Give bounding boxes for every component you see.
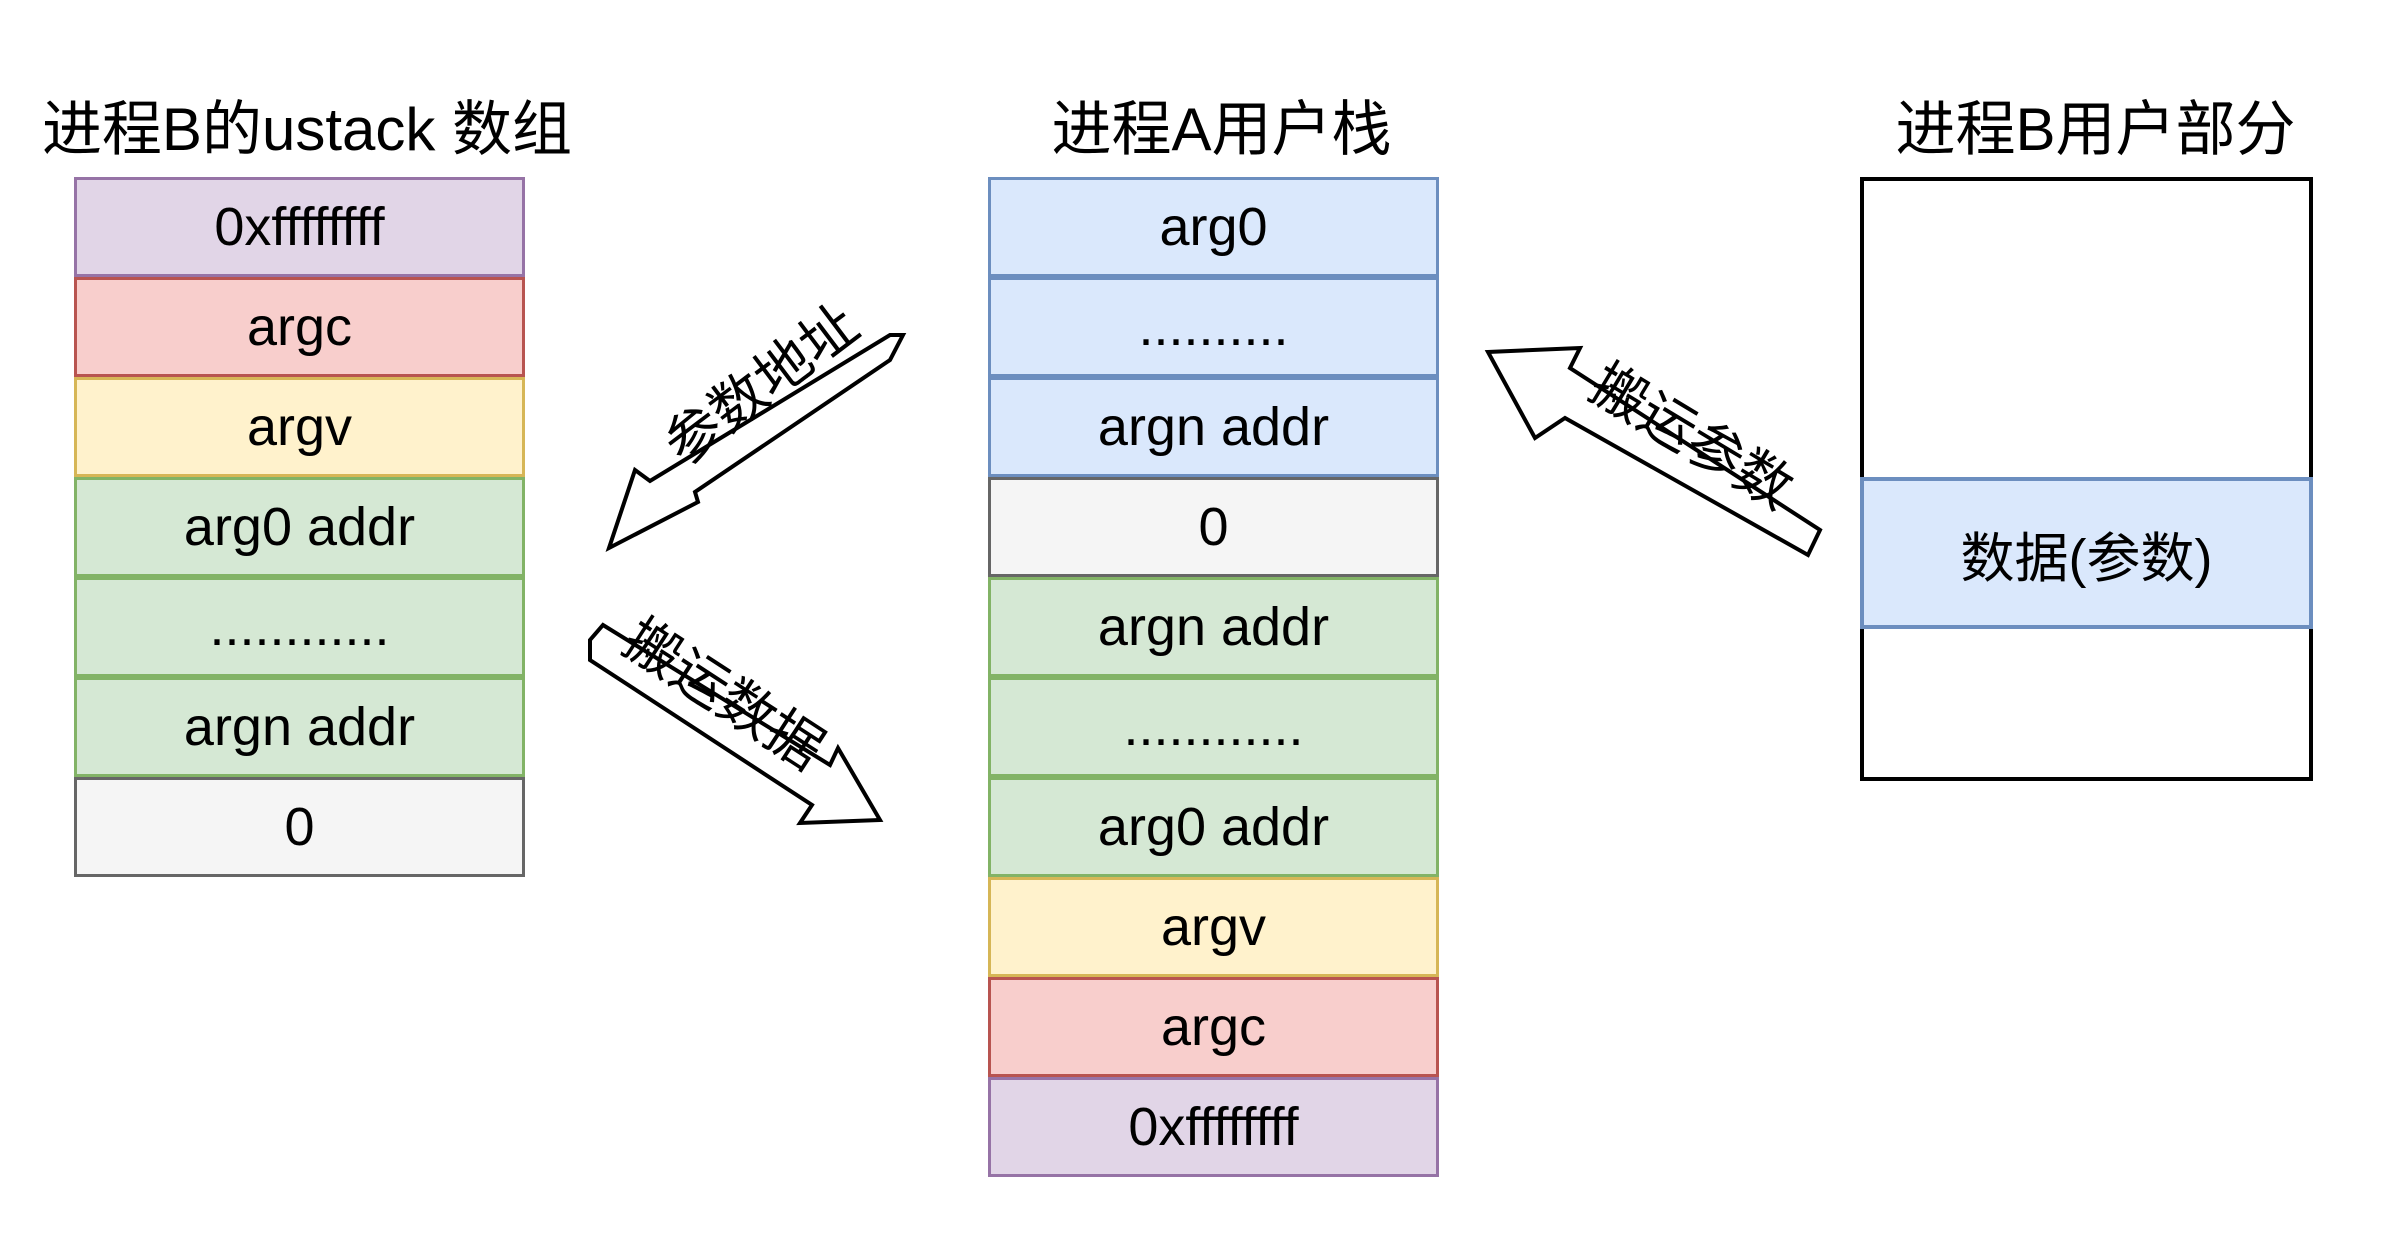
right-box-title: 进程B用户部分 [1895,96,2296,163]
middle-stack-cell: argc [988,977,1439,1077]
middle-stack-cell-label: arg0 addr [1097,797,1330,857]
middle-stack-cell-label: .......... [1138,297,1289,357]
left-stack-cell: ............ [74,577,525,677]
middle-stack-cell: arg0 [988,177,1439,277]
right-data-params-label: 数据(参数) [1960,528,2213,589]
left-stack-cell: argc [74,277,525,377]
move-data-arrow [588,622,884,826]
middle-stack-cell: argn addr [988,577,1439,677]
left-stack-cell: argn addr [74,677,525,777]
middle-stack-cell: 0xffffffff [988,1077,1439,1177]
left-stack-cell-label: arg0 addr [183,497,416,557]
middle-stack-cell-label: 0xffffffff [1128,1097,1299,1157]
left-stack-title: 进程B的ustack 数组 [41,96,573,163]
middle-stack-cell: arg0 addr [988,777,1439,877]
left-stack-cell: arg0 addr [74,477,525,577]
middle-stack-cell-label: argv [1160,897,1267,957]
middle-stack-title: 进程A用户栈 [1051,96,1392,163]
middle-stack-cell: ............ [988,677,1439,777]
middle-stack-cell: .......... [988,277,1439,377]
left-stack-cell: argv [74,377,525,477]
left-stack-cell: 0xffffffff [74,177,525,277]
middle-stack-cell-label: argc [1160,997,1267,1057]
left-stack-cell: 0 [74,777,525,877]
left-stack-cell-label: argn addr [183,697,416,757]
move-params-arrow [1484,345,1823,558]
middle-stack-cell: argv [988,877,1439,977]
left-stack-cell-label: 0xffffffff [214,197,385,257]
middle-stack-cell-label: arg0 [1159,197,1268,257]
middle-stack-cell-label: 0 [1198,497,1229,557]
param-address-arrow [605,333,907,553]
left-ustack-array: 0xffffffff argc argv arg0 addr............ a… [74,177,525,880]
middle-stack-cell: 0 [988,477,1439,577]
middle-stack-cell-label: ............ [1123,697,1304,757]
left-stack-cell-label: argc [246,297,353,357]
middle-stack-cell: argn addr [988,377,1439,477]
middle-user-stack: arg0.......... argn addr 0 argn addr.......… [988,177,1439,1180]
left-stack-cell-label: ............ [209,597,390,657]
middle-stack-cell-label: argn addr [1097,597,1330,657]
left-stack-cell-label: 0 [284,797,315,857]
left-stack-cell-label: argv [246,397,353,457]
middle-stack-cell-label: argn addr [1097,397,1330,457]
right-data-params-cell: 数据(参数) [1860,477,2313,629]
